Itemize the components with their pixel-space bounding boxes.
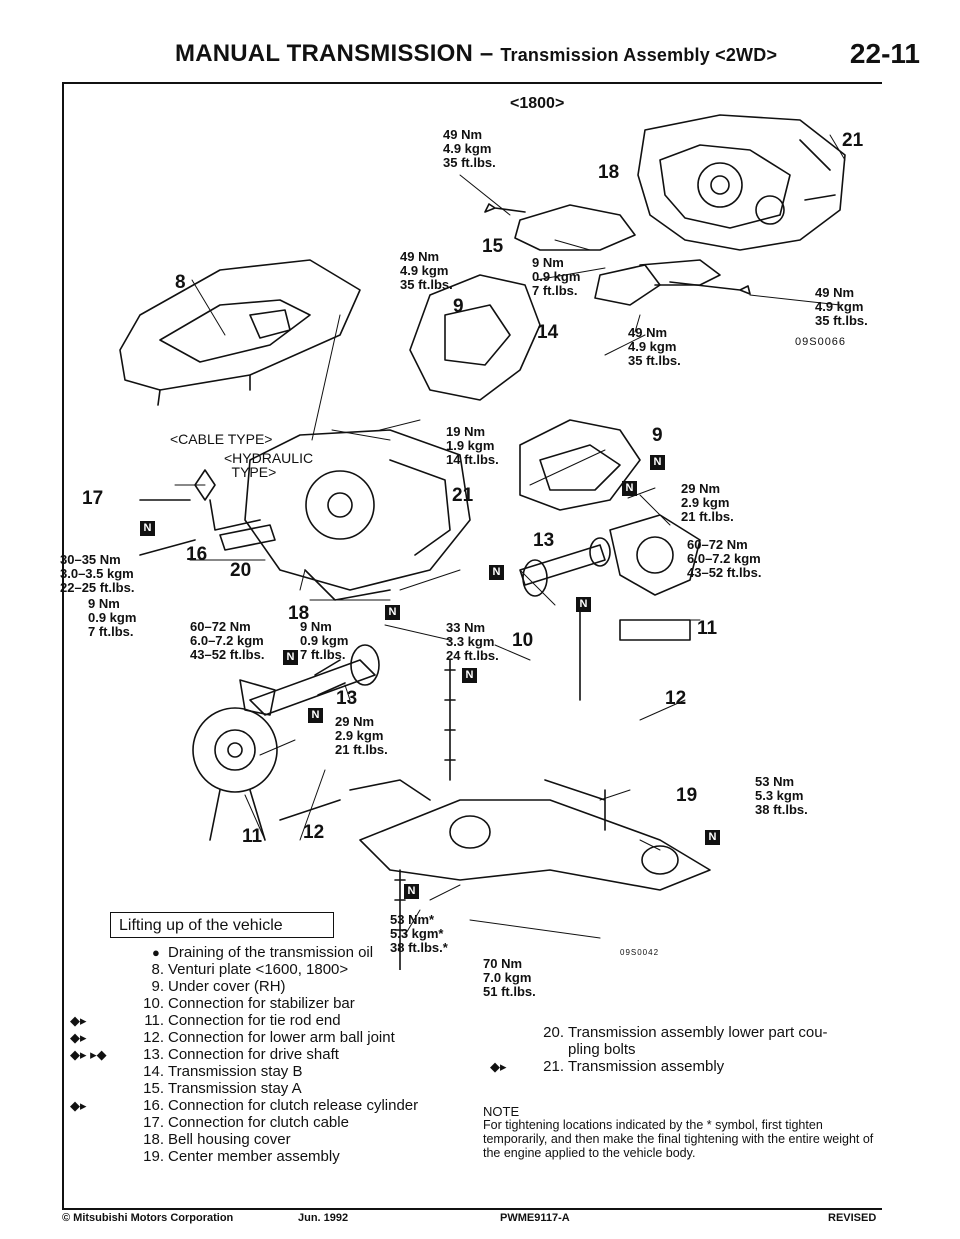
n-symbol: N — [140, 521, 155, 536]
figure-code-upper: 09S0066 — [795, 336, 847, 348]
removal-steps-list: ●Draining of the transmission oil 8.Vent… — [70, 944, 500, 1165]
callout-21-lower: 21 — [452, 485, 474, 506]
callout-16: 16 — [186, 544, 208, 565]
n-symbol: N — [404, 884, 419, 899]
transmission-exploded-diagram — [119, 114, 846, 970]
venturi-plate-drawing — [119, 259, 361, 406]
callout-11-right: 11 — [697, 618, 718, 639]
transmission-assembly-drawing — [637, 114, 846, 251]
list-item: 20. Transmission assembly lower part cou… — [543, 1024, 828, 1058]
list-item: 10.Connection for stabilizer bar — [143, 995, 355, 1012]
list-item: 14.Transmission stay B — [143, 1063, 303, 1080]
n-symbol: N — [283, 650, 298, 665]
torque-33nm: 33 Nm 3.3 kgm 24 ft.lbs. — [446, 620, 499, 663]
n-symbol: N — [705, 830, 720, 845]
footer-code: PWME9117-A — [500, 1212, 570, 1224]
torque-60nm-right: 60–72 Nm 6.0–7.2 kgm 43–52 ft.lbs. — [687, 537, 762, 580]
torque-70nm: 70 Nm 7.0 kgm 51 ft.lbs. — [483, 956, 536, 999]
torque-49nm-top: 49 Nm 4.9 kgm 35 ft.lbs. — [443, 127, 496, 170]
footer-copyright: © Mitsubishi Motors Corporation — [62, 1212, 234, 1224]
page-number: 22-11 — [849, 38, 920, 69]
drive-shaft-left-drawing — [249, 644, 380, 716]
callout-9-lower: 9 — [652, 425, 663, 446]
list-item: 17.Connection for clutch cable — [143, 1114, 349, 1131]
callout-18-top: 18 — [598, 162, 620, 183]
title-sub: Transmission Assembly <2WD> — [500, 45, 778, 65]
n-symbol: N — [462, 668, 477, 683]
callout-15: 15 — [482, 236, 504, 257]
clutch-release-drawing — [139, 469, 276, 556]
torque-9nm-left: 9 Nm 0.9 kgm 7 ft.lbs. — [88, 596, 137, 639]
knuckle-right-drawing — [577, 514, 701, 701]
under-cover-drawing — [409, 274, 541, 401]
list-item: 18.Bell housing cover — [143, 1131, 291, 1148]
footer-date: Jun. 1992 — [298, 1212, 349, 1224]
torque-49nm-right: 49 Nm 4.9 kgm 35 ft.lbs. — [815, 285, 868, 328]
note-text: For tightening locations indicated by th… — [483, 1118, 874, 1160]
figure-code-lower: 09S0042 — [620, 948, 660, 957]
callout-11-left: 11 — [242, 826, 263, 847]
list-item: ◆▸11.Connection for tie rod end — [70, 1012, 341, 1029]
hub-disc-left-drawing — [192, 679, 278, 841]
transmission-stay-drawing — [484, 203, 751, 306]
list-item: ◆▸ ▸◆13.Connection for drive shaft — [70, 1046, 339, 1063]
list-item: ◆▸ 21. Transmission assembly — [490, 1058, 725, 1075]
under-cover-right-drawing — [519, 419, 641, 511]
n-symbol: N — [576, 597, 591, 612]
torque-60nm-left: 60–72 Nm 6.0–7.2 kgm 43–52 ft.lbs. — [190, 619, 265, 662]
callout-14: 14 — [537, 322, 559, 343]
n-symbol: N — [385, 605, 400, 620]
torque-49nm-lower: 49 Nm 4.9 kgm 35 ft.lbs. — [628, 325, 681, 368]
list-item: 15.Transmission stay A — [143, 1080, 302, 1097]
callout-21-top: 21 — [842, 130, 864, 151]
torque-29nm-left: 29 Nm 2.9 kgm 21 ft.lbs. — [335, 714, 388, 757]
footer-status: REVISED — [828, 1212, 877, 1224]
torque-19nm: 19 Nm 1.9 kgm 14 ft.lbs. — [446, 424, 499, 467]
page-title: MANUAL TRANSMISSION – Transmission Assem… — [175, 40, 777, 68]
page-header: MANUAL TRANSMISSION – Transmission Assem… — [40, 38, 920, 80]
list-item: ●Draining of the transmission oil — [152, 944, 374, 961]
callout-13-left: 13 — [336, 688, 358, 709]
title-main: MANUAL TRANSMISSION – — [175, 40, 501, 67]
list-item: ◆▸16.Connection for clutch release cylin… — [70, 1097, 419, 1114]
drive-shaft-right-drawing — [519, 537, 611, 597]
list-item: 19.Center member assembly — [143, 1148, 340, 1165]
torque-53nm-star: 53 Nm* 5.3 kgm* 38 ft.lbs.* — [390, 912, 448, 955]
callout-12-right: 12 — [665, 688, 687, 709]
callout-18-lower: 18 — [288, 603, 310, 624]
leader-lines — [174, 134, 846, 939]
callout-17: 17 — [82, 488, 104, 509]
n-symbol: N — [489, 565, 504, 580]
list-item: 9.Under cover (RH) — [151, 978, 286, 995]
note-heading: NOTE — [483, 1104, 520, 1119]
n-symbol: N — [308, 708, 323, 723]
torque-9nm-stay: 9 Nm 0.9 kgm 7 ft.lbs. — [532, 255, 581, 298]
n-symbol: N — [622, 481, 637, 496]
torque-49nm-stay: 49 Nm 4.9 kgm 35 ft.lbs. — [400, 249, 453, 292]
torque-9nm-center: 9 Nm 0.9 kgm 7 ft.lbs. — [300, 619, 349, 662]
torque-30nm: 30–35 Nm 3.0–3.5 kgm 22–25 ft.lbs. — [60, 552, 135, 595]
callout-8: 8 — [175, 272, 186, 293]
callout-10: 10 — [512, 630, 534, 651]
list-item: 8.Venturi plate <1600, 1800> — [151, 961, 349, 978]
lifting-heading-box: Lifting up of the vehicle — [110, 912, 334, 938]
header-rule — [62, 82, 882, 84]
cable-type-label: <CABLE TYPE> — [170, 431, 273, 447]
torque-29nm-right: 29 Nm 2.9 kgm 21 ft.lbs. — [681, 481, 734, 524]
callout-12-left: 12 — [303, 822, 325, 843]
torque-53nm: 53 Nm 5.3 kgm 38 ft.lbs. — [755, 774, 808, 817]
center-member-drawing — [279, 779, 711, 891]
callout-9-upper: 9 — [453, 296, 464, 317]
variant-label: <1800> — [510, 95, 565, 112]
hydraulic-type-label: <HYDRAULIC TYPE> — [224, 450, 314, 480]
list-item: ◆▸12.Connection for lower arm ball joint — [70, 1029, 395, 1046]
stabilizer-link-drawing — [394, 659, 456, 970]
removal-steps-list-right: 20. Transmission assembly lower part cou… — [476, 1024, 896, 1075]
footer-rule — [62, 1208, 882, 1210]
callout-20: 20 — [230, 560, 252, 581]
callout-19: 19 — [676, 785, 698, 806]
left-margin-rule — [62, 84, 64, 1209]
callout-13-right: 13 — [533, 530, 555, 551]
n-symbol: N — [650, 455, 665, 470]
